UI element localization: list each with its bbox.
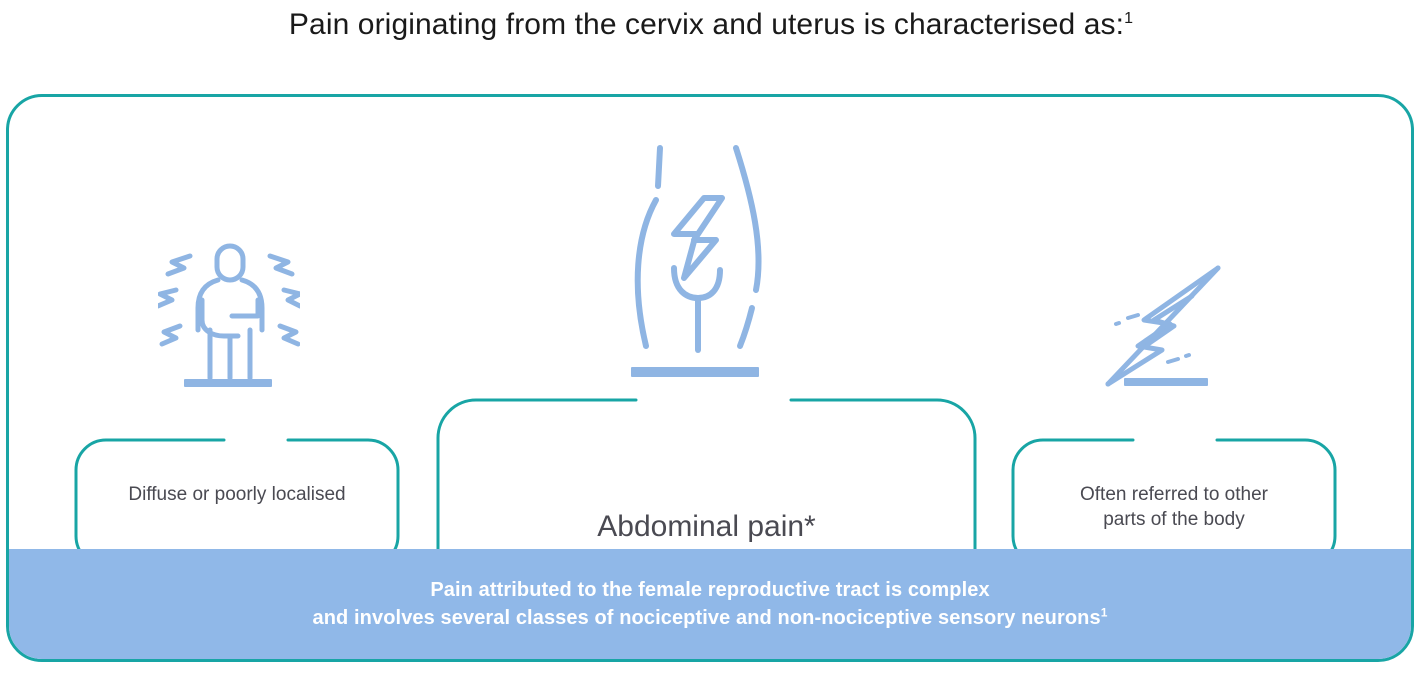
underline-bar-center xyxy=(631,367,759,377)
card-often-referred-to-other-parts[interactable]: Often referred to other parts of the bod… xyxy=(1011,438,1337,568)
banner-line-2-wrap: and involves several classes of nocicept… xyxy=(312,604,1108,630)
page-title-superscript: 1 xyxy=(1124,10,1134,27)
card-diffuse-or-poorly-localised[interactable]: Diffuse or poorly localised xyxy=(74,438,400,568)
page-title-text: Pain originating from the cervix and ute… xyxy=(288,8,1125,41)
card-label-left: Diffuse or poorly localised xyxy=(128,484,346,505)
card-label-center: Abdominal pain* xyxy=(597,510,816,543)
underline-bar-left xyxy=(184,379,272,387)
underline-bar-right xyxy=(1124,378,1208,386)
page-title: Pain originating from the cervix and ute… xyxy=(0,0,1422,56)
card-label-right: Often referred to other parts of the bod… xyxy=(1080,484,1268,530)
summary-banner: Pain attributed to the female reproducti… xyxy=(9,549,1411,659)
banner-line-2-superscript: 1 xyxy=(1100,604,1108,619)
banner-line-1: Pain attributed to the female reproducti… xyxy=(430,578,990,601)
banner-line-2: and involves several classes of nocicept… xyxy=(312,606,1101,629)
